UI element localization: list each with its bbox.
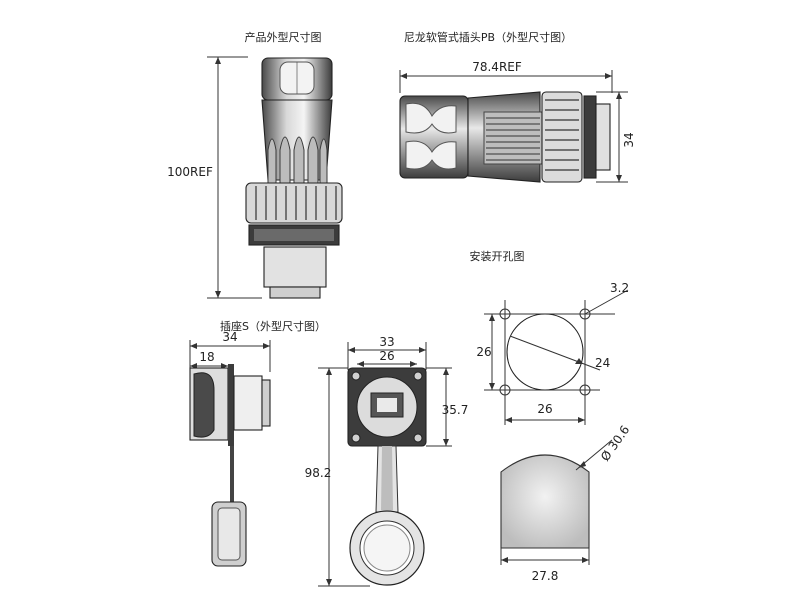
plug-length-label: 78.4REF (472, 60, 522, 74)
hole-spacing-v-dimension: 26 (476, 314, 495, 390)
socket-side-drawing (189, 364, 271, 567)
cutout-flat-label: 27.8 (532, 569, 559, 583)
flange-inner-dimension: 26 (357, 349, 417, 367)
socket-depth-dimension: 18 (190, 350, 228, 369)
socket-width-dimension: 34 (189, 330, 271, 372)
flange-width-label: 33 (379, 335, 394, 349)
cutout-diameter-label: Ø 30.6 (598, 423, 632, 464)
panel-cutout-title: 安装开孔图 (470, 249, 525, 263)
cap-length-label: 98.2 (305, 466, 332, 480)
product-height-label: 100REF (167, 165, 213, 179)
flange-width-dimension: 33 (347, 335, 427, 370)
panel-cutout-drawing (484, 289, 629, 425)
product-height-dimension: 100REF (167, 56, 262, 299)
cutout-shape-drawing (500, 439, 613, 565)
hole-spacing-v-label: 26 (476, 345, 491, 359)
flange-height-dimension: 35.7 (426, 367, 469, 447)
hole-spacing-h-dimension: 26 (505, 402, 585, 423)
plug-length-dimension: 78.4REF (399, 60, 613, 93)
plug-diameter-label: 34 (622, 132, 636, 147)
flange-height-label: 35.7 (442, 403, 469, 417)
plug-diameter-dimension: 34 (596, 91, 636, 183)
cap-length-dimension: 98.2 (305, 367, 370, 587)
horizontal-plug-drawing (399, 91, 611, 183)
hole-diameter-label: 3.2 (610, 281, 629, 295)
socket-depth-label: 18 (199, 350, 214, 364)
plug-outline-title: 尼龙软管式插头PB（外型尺寸图） (404, 30, 572, 44)
hole-spacing-h-label: 26 (537, 402, 552, 416)
product-outline-title: 产品外型尺寸图 (245, 30, 322, 44)
flange-inner-label: 26 (379, 349, 394, 363)
socket-front-drawing (347, 367, 427, 586)
vertical-plug-drawing (245, 57, 343, 299)
center-hole-label: 24 (595, 356, 610, 370)
socket-width-label: 34 (222, 330, 237, 344)
socket-outline-title: 插座S（外型尺寸图） (220, 319, 326, 333)
